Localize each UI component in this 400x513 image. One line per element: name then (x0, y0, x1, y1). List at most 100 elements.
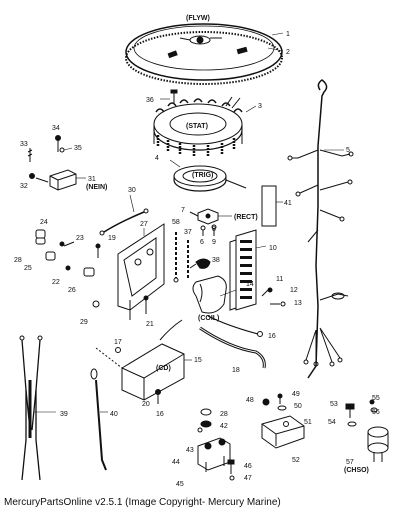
svg-text:41: 41 (284, 200, 292, 207)
screws-53-54 (345, 403, 357, 427)
svg-text:2: 2 (286, 49, 290, 56)
rectifier (189, 208, 232, 236)
cable-30 (99, 194, 149, 236)
svg-text:(RECT): (RECT) (234, 214, 258, 221)
svg-text:9: 9 (212, 239, 216, 246)
svg-text:27: 27 (140, 221, 148, 228)
svg-text:(CHSO): (CHSO) (344, 467, 369, 474)
svg-text:10: 10 (269, 245, 277, 252)
svg-text:(FLYW): (FLYW) (186, 15, 210, 22)
resistor-37-58 (173, 232, 189, 283)
svg-text:6: 6 (200, 239, 204, 246)
svg-text:14: 14 (246, 281, 254, 288)
svg-text:7: 7 (181, 207, 185, 214)
svg-text:36: 36 (146, 97, 154, 104)
svg-text:57: 57 (346, 459, 354, 466)
screws-46-47 (227, 459, 235, 481)
cable-40 (90, 368, 108, 471)
svg-text:29: 29 (80, 319, 88, 326)
svg-text:40: 40 (110, 411, 118, 418)
svg-text:42: 42 (220, 423, 228, 430)
svg-text:39: 39 (60, 411, 68, 418)
svg-text:20: 20 (142, 401, 150, 408)
hardware-22-29 (35, 229, 101, 308)
screws-55-56 (369, 399, 378, 413)
svg-text:8: 8 (212, 226, 216, 233)
svg-text:12: 12 (290, 287, 298, 294)
component-labels: (FLYW) (STAT) (TRIG) (RECT) (NEIN) (COIL… (86, 15, 369, 474)
trigger (169, 159, 247, 192)
svg-text:38: 38 (212, 257, 220, 264)
svg-text:54: 54 (328, 419, 336, 426)
flywheel (125, 23, 284, 85)
svg-text:(CD): (CD) (156, 365, 171, 372)
fastener-34-35 (55, 135, 73, 153)
svg-text:1: 1 (286, 31, 290, 38)
svg-text:25: 25 (24, 265, 32, 272)
cd-module (95, 319, 192, 401)
ignition-coil (192, 275, 263, 337)
svg-text:18: 18 (232, 367, 240, 374)
svg-text:(STAT): (STAT) (186, 123, 208, 130)
copyright-caption: MercuryPartsOnline v2.5.1 (Image Copyrig… (4, 497, 281, 508)
svg-text:5: 5 (346, 147, 350, 154)
svg-text:52: 52 (292, 457, 300, 464)
starter-solenoid (197, 421, 231, 472)
svg-text:55: 55 (372, 395, 380, 402)
svg-text:33: 33 (20, 141, 28, 148)
battery-cable-39 (19, 335, 56, 481)
cap-38 (189, 258, 211, 269)
stator (153, 96, 257, 157)
svg-text:21: 21 (146, 321, 154, 328)
svg-text:19: 19 (108, 235, 116, 242)
svg-text:13: 13 (294, 300, 302, 307)
svg-text:(TRIG): (TRIG) (192, 172, 213, 179)
decal-41 (261, 185, 277, 227)
svg-text:35: 35 (74, 145, 82, 152)
svg-text:51: 51 (304, 419, 312, 426)
svg-text:28: 28 (220, 411, 228, 418)
switch-box (261, 415, 305, 449)
fasteners-11-13 (261, 287, 286, 307)
svg-text:(COIL): (COIL) (198, 315, 219, 322)
screws-48-50 (262, 393, 287, 411)
svg-text:15: 15 (194, 357, 202, 364)
svg-text:4: 4 (155, 155, 159, 162)
wiring-harness (287, 79, 354, 379)
svg-text:11: 11 (276, 276, 283, 283)
svg-text:47: 47 (244, 475, 252, 482)
svg-text:43: 43 (186, 447, 194, 454)
svg-text:16: 16 (268, 333, 276, 340)
svg-text:49: 49 (292, 391, 300, 398)
screw-36 (160, 89, 178, 104)
svg-text:46: 46 (244, 463, 252, 470)
washers-28-42 (200, 408, 212, 428)
svg-text:50: 50 (294, 403, 302, 410)
terminal-block (229, 229, 267, 311)
svg-text:31: 31 (88, 176, 96, 183)
svg-text:28: 28 (14, 257, 22, 264)
part-number-labels: 1 2 3 4 5 6 7 8 9 10 11 12 13 14 15 16 1… (14, 31, 380, 488)
svg-text:3: 3 (258, 103, 262, 110)
screw-20 (155, 389, 161, 404)
svg-text:45: 45 (176, 481, 184, 488)
svg-text:22: 22 (52, 279, 60, 286)
svg-text:32: 32 (20, 183, 28, 190)
screw-21 (143, 295, 149, 314)
svg-text:26: 26 (68, 287, 76, 294)
svg-text:34: 34 (52, 125, 60, 132)
choke-solenoid (367, 426, 389, 462)
svg-text:24: 24 (40, 219, 48, 226)
svg-text:(NEIN): (NEIN) (86, 184, 107, 191)
svg-text:56: 56 (372, 409, 380, 416)
svg-text:48: 48 (246, 397, 254, 404)
svg-text:17: 17 (114, 339, 122, 346)
svg-text:53: 53 (330, 401, 338, 408)
svg-text:30: 30 (128, 187, 136, 194)
mounting-plate (117, 223, 165, 320)
tube-18 (199, 326, 266, 369)
screw-17 (115, 347, 121, 353)
svg-text:58: 58 (172, 219, 180, 226)
